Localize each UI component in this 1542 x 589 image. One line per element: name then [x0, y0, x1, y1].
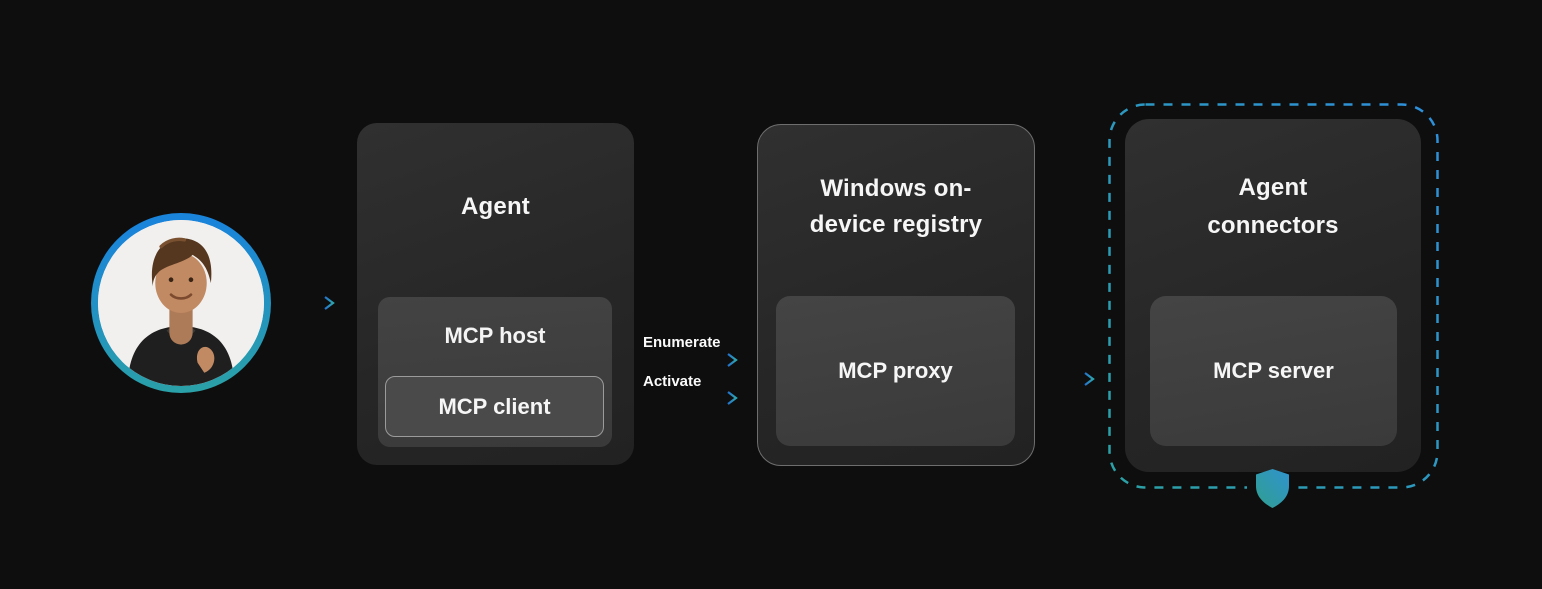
node-mcp-proxy-title: MCP proxy — [838, 358, 953, 383]
arrow-right-icon — [286, 296, 335, 310]
node-mcp-client-title: MCP client — [438, 393, 551, 419]
user-portrait-illustration — [98, 220, 264, 386]
edge-label-activate: Activate — [643, 373, 702, 390]
user-avatar-photo — [98, 220, 264, 386]
node-mcp-host-title: MCP host — [444, 323, 546, 348]
security-boundary-dashed-border — [1108, 103, 1439, 489]
node-mcp-client: MCP client — [385, 376, 604, 437]
node-mcp-proxy: MCP proxy — [776, 296, 1015, 446]
node-registry-title: Windows on- device registry — [758, 125, 1034, 243]
node-registry-title-line2: device registry — [809, 211, 983, 238]
edge-label-enumerate: Enumerate — [643, 334, 721, 351]
shield-icon — [1256, 469, 1289, 508]
node-agent-connectors-title: Agent connectors — [1207, 174, 1339, 239]
arrow-right-icon — [643, 353, 738, 367]
arrow-right-icon — [1046, 372, 1095, 386]
node-mcp-server-title: MCP server — [1213, 358, 1334, 383]
arrow-right-icon — [643, 391, 738, 405]
user-avatar — [91, 213, 271, 393]
node-registry-title-line1: Windows on- — [820, 175, 972, 202]
node-mcp-server: MCP server — [1150, 296, 1397, 446]
node-agent-title: Agent — [461, 193, 530, 220]
